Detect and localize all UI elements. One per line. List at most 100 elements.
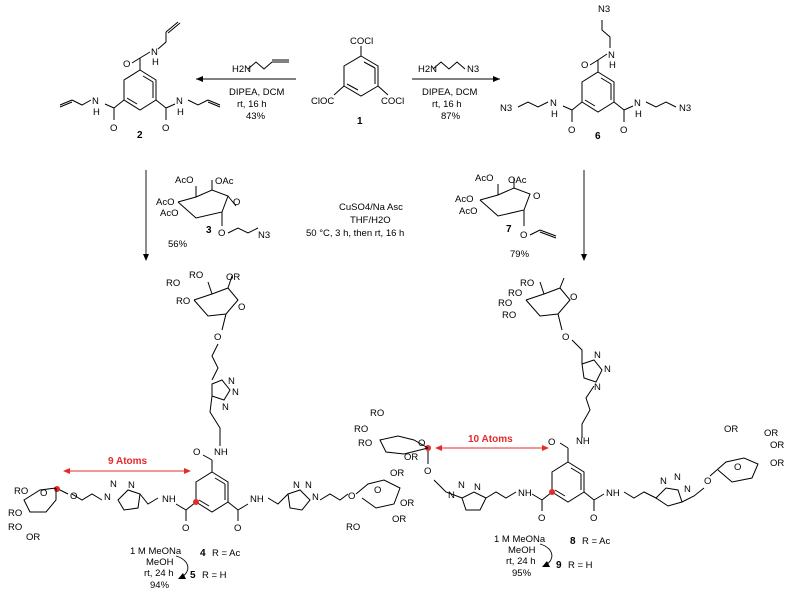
dr-r-h: R = H [568,560,593,571]
p4-lt-ro-2: RO [8,508,22,519]
c3-aco-3: AcO [160,208,178,219]
p4-lt-ro-1: RO [14,486,28,497]
c6-h-right: H [635,109,642,120]
click-line-3: 50 °C, 3 h, then rt, 16 h [306,228,404,239]
c7-glyco-o: O [520,230,527,241]
compound-7-structure: AcO OAc AcO AcO O O 7 79% [455,173,557,260]
c7-aco-3: AcO [459,206,477,217]
p4-rt-glyco-o: O [348,491,355,502]
c3-oac: OAc [215,176,234,187]
p4-top-or: OR [226,272,240,283]
c7-oac: OAc [508,175,527,186]
dr-line1: 1 M MeONa [494,534,546,545]
c2-n-left: N [92,96,99,107]
yield-3: 56% [168,239,188,250]
c3-ring-o: O [233,197,240,208]
compound-1-structure: COCl ClOC COCl 1 [311,36,404,127]
p8-rt-or-3: OR [770,440,784,451]
p4-top-ring-o: O [238,302,245,313]
compound-6-number: 6 [595,131,601,142]
p8-top-glyco-o: O [562,332,569,343]
p4-triazole-n2: N [232,387,239,398]
p8-o-top: O [548,437,555,448]
p4-o-top: O [193,447,200,458]
p4-o-left: O [182,523,189,534]
dl-line1: 1 M MeONa [130,546,182,557]
c6-n-left: N [550,98,557,109]
c3-n3: N3 [258,230,270,241]
p4-lt-or: OR [26,532,40,543]
p4-lt-ring-o: O [40,488,47,499]
left-click-arrow [143,170,149,261]
p8-lt-ring-o: O [418,438,425,449]
dr-line3: rt, 24 h [506,556,536,567]
compound-1-number: 1 [357,116,363,127]
c2-o-top: O [123,59,130,70]
compound-2-number: 2 [137,130,143,141]
p8-lt-or: OR [404,452,418,463]
p8-lt-glyco-o: O [424,466,431,477]
left-cond-2: rt, 16 h [237,99,267,110]
p4-rt-or-3: OR [392,514,406,525]
p8-rt-or-1: OR [724,424,738,435]
right-click-arrow [581,170,587,261]
p4-rt-or-1: OR [390,468,404,479]
p4-nh-right: NH [250,494,264,505]
p4-lt-glyco-o: O [70,491,77,502]
compound-2-structure: O N H O N H O N H 2 [59,21,221,141]
cocl-top-label: COCl [350,36,373,47]
p8-nh-right: NH [606,488,620,499]
right-coupling-arrow: H2N N3 DIPEA, DCM rt, 16 h 87% [412,61,500,122]
c6-o-top: O [581,60,588,71]
p4-triazole-n3: N [222,402,229,413]
p8-o-left: O [538,513,545,524]
dr-yield: 95% [512,568,532,579]
deprotection-left: 1 M MeONa MeOH rt, 24 h 94% 4 R = Ac 5 R… [130,546,240,591]
right-amine-label: H2N [418,64,437,75]
p8-top-ro-1: RO [508,288,522,299]
deprotection-right: 1 M MeONa MeOH rt, 24 h 95% 8 R = Ac 9 R… [494,534,610,579]
p4-triazole-n1: N [228,376,235,387]
p8-triazole-n2: N [604,364,611,375]
p4-o-right: O [234,523,241,534]
right-amine-azide: N3 [467,64,479,75]
spacer-9-atoms: 9 Atoms [63,456,191,474]
compound-3-number: 3 [206,225,212,236]
p4-rt-n3: N [312,492,319,503]
c6-n-top: N [608,50,615,61]
spacer-10-label: 10 Atoms [468,434,513,445]
click-conditions: CuSO4/Na Asc THF/H2O 50 °C, 3 h, then rt… [306,202,404,239]
left-yield: 43% [246,111,266,122]
c2-o-right: O [162,123,169,134]
yield-7: 79% [510,249,530,260]
p8-top-ro-3: RO [498,298,512,309]
p4-lt-n2: N [110,479,117,490]
dl-r-h: R = H [202,570,227,581]
compound-4-number: 4 [200,548,206,559]
c6-n3-top: N3 [598,4,610,15]
c6-h-left: H [551,109,558,120]
p8-lt-ro-3: RO [358,438,372,449]
right-cond-2: rt, 16 h [432,99,462,110]
p8-rt-glyco-o: O [704,476,711,487]
compound-6-structure: O N H N3 O N H N3 O N H N3 6 [500,4,691,142]
c6-n3-right: N3 [679,103,691,114]
dr-r-ac: R = Ac [582,536,610,547]
c6-h-top: H [609,60,616,71]
p4-nh-left: NH [162,494,176,505]
dl-r-ac: R = Ac [212,548,240,559]
click-line-1: CuSO4/Na Asc [339,202,403,213]
p4-lt-ro-3: RO [8,522,22,533]
c2-n-top: N [151,47,158,58]
p4-top-ro-1: RO [166,278,180,289]
compound-3-structure: AcO OAc AcO AcO O O N3 3 56% [156,175,270,250]
p4-lt-n3: N [104,492,111,503]
p4-lt-n1: N [128,480,135,491]
p8-lt-ro-1: RO [370,408,384,419]
p4-rt-n1: N [293,480,300,491]
c3-aco-1: AcO [175,175,193,186]
left-cond-1: DIPEA, DCM [229,87,285,98]
p8-lt-n2: N [458,480,465,491]
c6-n3-left: N3 [500,103,512,114]
